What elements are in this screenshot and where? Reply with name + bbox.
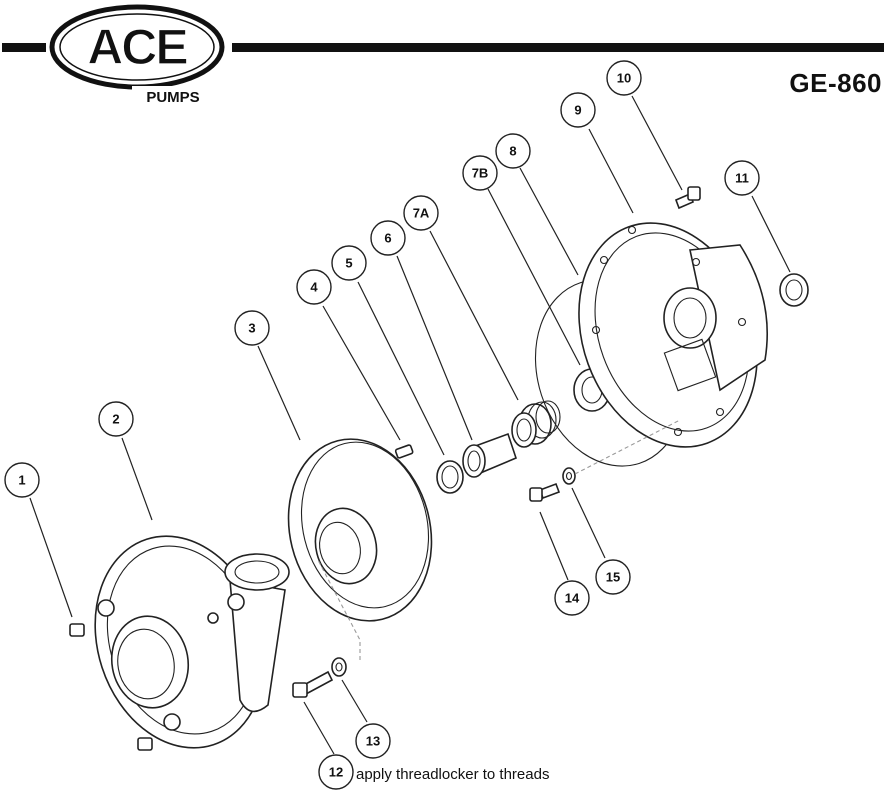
callouts: 1 2 3 4 5 6 7A 7B 8 9 10 11 12 13 14 xyxy=(4,60,760,790)
callout-10: 10 xyxy=(606,60,642,96)
callout-2: 2 xyxy=(98,401,134,437)
part-12-bolt xyxy=(292,670,334,698)
header-rule-left xyxy=(2,43,46,52)
model-code: GE-860 xyxy=(789,68,882,98)
callout-12: 12 xyxy=(318,754,354,790)
part-3-impeller xyxy=(287,438,433,622)
callout-5: 5 xyxy=(331,245,367,281)
callout-label: 13 xyxy=(366,734,380,749)
part-6-sleeve xyxy=(462,432,517,478)
callout-1: 1 xyxy=(4,462,40,498)
callout-label: 10 xyxy=(617,71,631,86)
part-13-washer xyxy=(331,657,347,677)
callout-label: 11 xyxy=(735,171,749,186)
callout-label: 14 xyxy=(565,591,580,606)
part-10-bolt xyxy=(674,186,701,210)
assembly-line-left xyxy=(317,559,361,660)
callout-label: 2 xyxy=(112,412,119,427)
callout-6: 6 xyxy=(370,220,406,256)
header-rule-right xyxy=(232,43,884,52)
part-1-nut xyxy=(69,623,153,751)
callout-label: 12 xyxy=(329,765,343,780)
callout-label: 8 xyxy=(509,144,516,159)
brand-name: ACE xyxy=(87,19,187,75)
brand-subtitle: PUMPS xyxy=(146,89,199,106)
callout-label: 7B xyxy=(472,166,489,181)
assembly-line-right xyxy=(574,419,681,475)
part-14-bolt xyxy=(529,482,561,502)
callout-label: 1 xyxy=(18,473,25,488)
part-2-casing xyxy=(94,535,290,749)
threadlocker-note: apply threadlocker to threads xyxy=(356,766,550,783)
callout-9: 9 xyxy=(560,92,596,128)
callout-label: 9 xyxy=(574,103,581,118)
brand-logo: ACE PUMPS xyxy=(49,4,225,106)
callout-4: 4 xyxy=(296,269,332,305)
callout-label: 7A xyxy=(413,206,430,221)
callout-label: 15 xyxy=(606,570,620,585)
part-11-washer xyxy=(779,273,809,307)
part-5-washer xyxy=(436,460,464,494)
callout-14: 14 xyxy=(554,580,590,616)
part-9-adapter xyxy=(578,222,768,448)
callout-11: 11 xyxy=(724,160,760,196)
callout-7b: 7B xyxy=(462,155,498,191)
callout-7a: 7A xyxy=(403,195,439,231)
callout-label: 3 xyxy=(248,321,255,336)
callout-3: 3 xyxy=(234,310,270,346)
callout-label: 4 xyxy=(310,280,318,295)
part-15-washer xyxy=(562,467,576,485)
callout-label: 5 xyxy=(345,256,352,271)
part-7a-seal xyxy=(511,400,561,448)
callout-15: 15 xyxy=(595,559,631,595)
callout-label: 6 xyxy=(384,231,391,246)
part-4-key xyxy=(394,444,414,459)
callout-13: 13 xyxy=(355,723,391,759)
callout-8: 8 xyxy=(495,133,531,169)
leader-lines xyxy=(29,95,791,755)
